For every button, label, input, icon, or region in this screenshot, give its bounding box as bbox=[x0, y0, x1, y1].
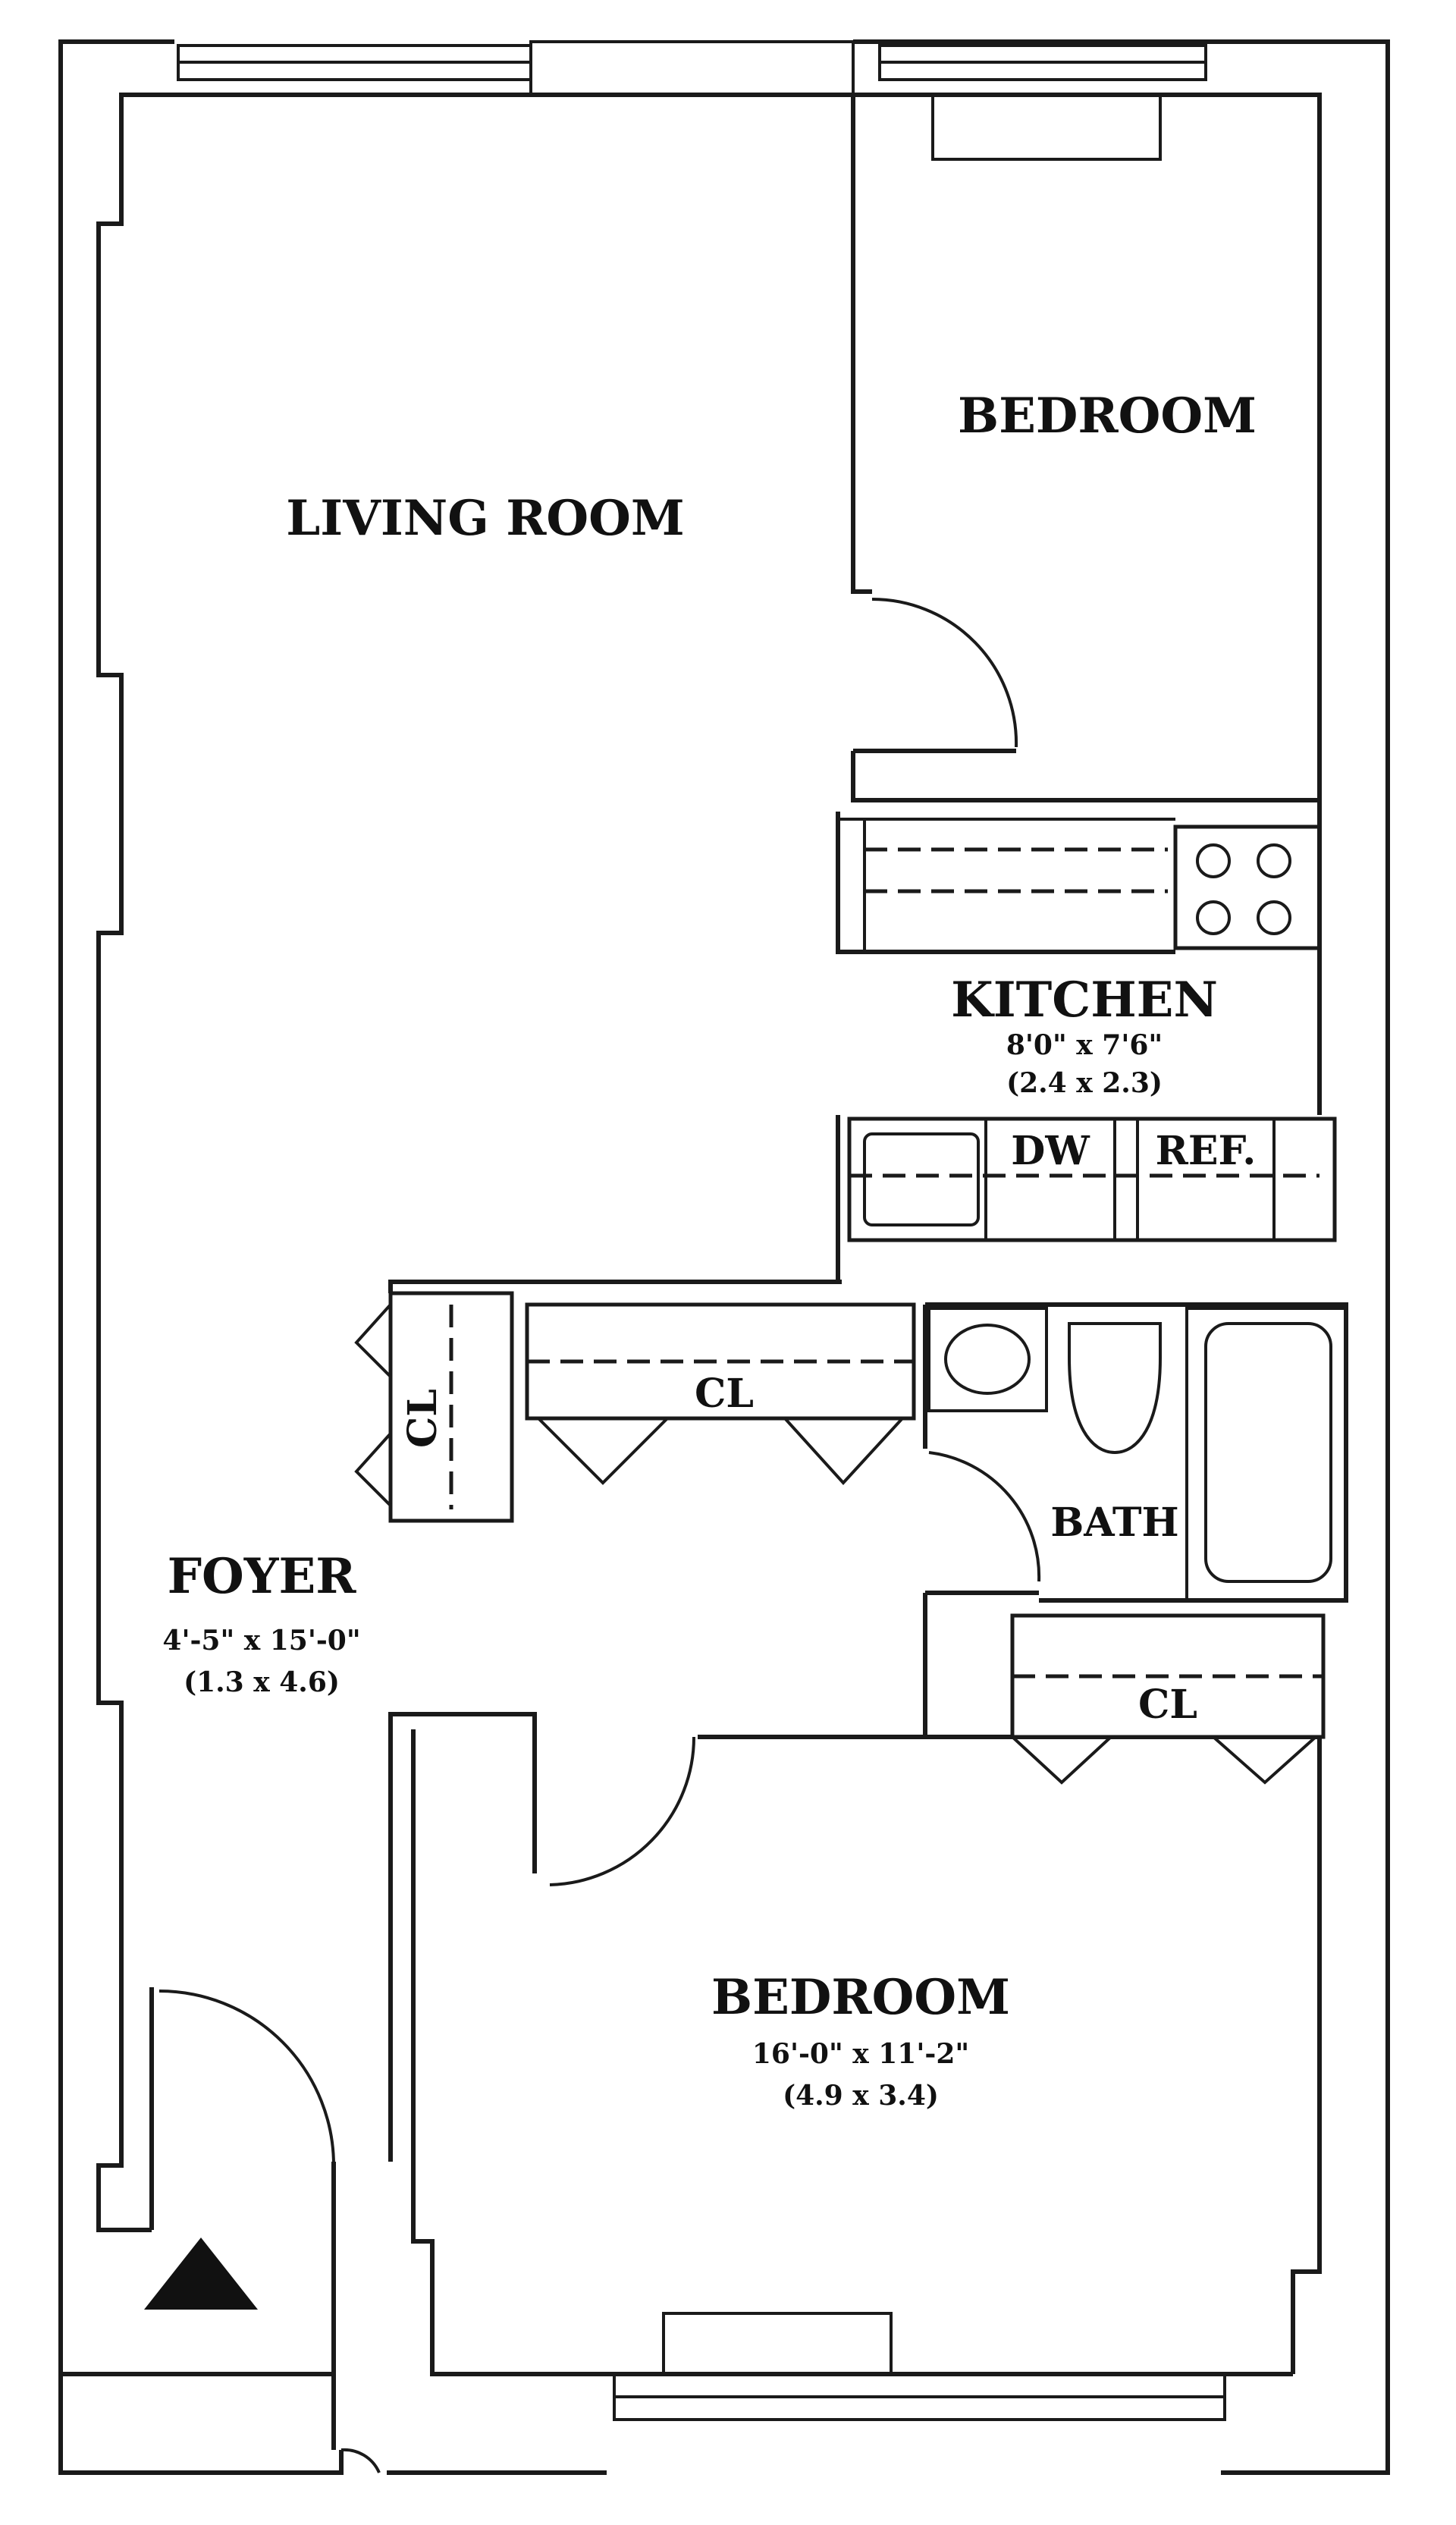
toilet-icon bbox=[1068, 1322, 1162, 1455]
bedroom-bottom-dims-m: (4.9 x 3.4) bbox=[783, 2080, 939, 2112]
foyer-dims-m: (1.3 x 4.6) bbox=[184, 1666, 340, 1698]
sink-icon bbox=[863, 1132, 980, 1226]
stove-icon bbox=[1173, 824, 1322, 950]
entry-arrow-icon bbox=[144, 2238, 258, 2310]
living-foyer-walls bbox=[354, 1280, 916, 1523]
bedroom-top-partition bbox=[851, 95, 1320, 802]
bath-sink-icon bbox=[944, 1324, 1031, 1395]
windows bbox=[177, 40, 1226, 2421]
bedroom-bottom-label: BEDROOM bbox=[711, 1969, 1010, 2026]
kitchen-dims-m: (2.4 x 2.3) bbox=[1006, 1067, 1163, 1099]
hall-closet-label: CL bbox=[695, 1371, 754, 1417]
bedroom-bottom-walls bbox=[388, 1613, 1326, 2376]
bath-label: BATH bbox=[1050, 1500, 1178, 1546]
kitchen bbox=[836, 800, 1337, 1284]
dishwasher-label: DW bbox=[1011, 1128, 1090, 1174]
bath bbox=[923, 1302, 1348, 1737]
foyer-label: FOYER bbox=[168, 1548, 357, 1605]
entry-door bbox=[61, 1987, 381, 2473]
bathtub-icon bbox=[1204, 1322, 1332, 1583]
foyer-closet-label: CL bbox=[400, 1389, 446, 1448]
refrigerator-icon bbox=[1136, 1117, 1276, 1242]
bedroom-top-label: BEDROOM bbox=[958, 388, 1257, 444]
bedroom-bottom-dims-ft: 16'-0" x 11'-2" bbox=[752, 2038, 969, 2070]
refrigerator-label: REF. bbox=[1156, 1128, 1257, 1174]
living-room-label: LIVING ROOM bbox=[286, 490, 685, 547]
foyer-dims-ft: 4'-5" x 15'-0" bbox=[162, 1625, 360, 1657]
bedroom-closet-label: CL bbox=[1138, 1682, 1197, 1728]
kitchen-dims-ft: 8'0" x 7'6" bbox=[1006, 1029, 1163, 1061]
kitchen-label: KITCHEN bbox=[951, 972, 1218, 1029]
